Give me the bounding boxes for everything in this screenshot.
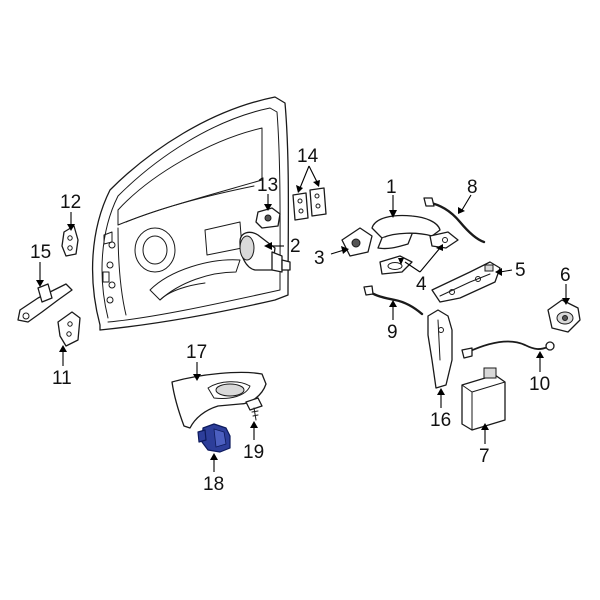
callout-8: 8 [467, 177, 478, 198]
callout-16: 16 [430, 410, 451, 431]
callout-17: 17 [186, 342, 207, 363]
part-11-lower-hinge[interactable] [57, 311, 81, 347]
callout-7: 7 [479, 446, 490, 467]
callout-6: 6 [560, 265, 571, 286]
part-17-inside-handle-housing[interactable] [171, 371, 267, 429]
part-5-handle-carrier[interactable] [431, 261, 501, 303]
callout-11: 11 [52, 368, 72, 389]
callout-18: 18 [203, 474, 224, 495]
part-19-screw[interactable] [245, 397, 263, 421]
part-15-door-check[interactable] [17, 283, 73, 323]
part-18-door-lock-switch[interactable] [197, 423, 231, 453]
callout-15: 15 [30, 242, 51, 263]
part-9-rod[interactable] [363, 285, 424, 316]
callout-13: 13 [257, 175, 278, 196]
callout-4: 4 [416, 274, 427, 295]
part-16-latch-bracket[interactable] [427, 309, 453, 389]
leader-lines [36, 165, 570, 472]
part-6-latch[interactable] [547, 299, 581, 333]
callout-10: 10 [529, 374, 550, 395]
part-7-lock-module[interactable] [461, 367, 506, 431]
part-10-cable[interactable] [461, 340, 555, 359]
callout-14: 14 [297, 146, 319, 167]
part-4-gaskets[interactable] [379, 255, 413, 275]
part-8-rod[interactable] [423, 197, 486, 244]
callout-1: 1 [386, 177, 397, 198]
callout-labels: 1 2 3 4 5 6 7 8 9 10 11 12 13 14 15 16 1… [30, 146, 571, 495]
callout-5: 5 [515, 260, 526, 281]
part-3-handle-bezel[interactable] [341, 227, 373, 257]
callout-12: 12 [60, 192, 81, 213]
part-14-brackets[interactable] [292, 187, 327, 221]
door-frame [91, 96, 290, 331]
part-1-outside-handle[interactable] [371, 214, 459, 250]
callout-2: 2 [290, 236, 301, 257]
callout-9: 9 [387, 322, 398, 343]
callout-3: 3 [314, 248, 325, 269]
callout-19: 19 [243, 442, 264, 463]
part-12-upper-hinge[interactable] [61, 225, 79, 257]
part-13-bracket[interactable] [255, 207, 281, 229]
part-2-lock-cylinder[interactable] [239, 231, 291, 273]
